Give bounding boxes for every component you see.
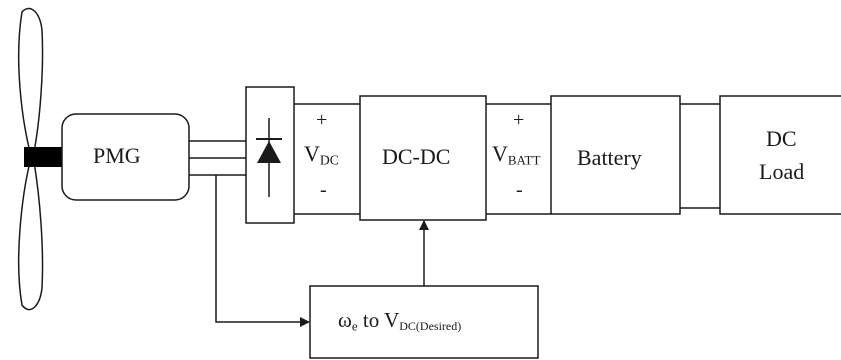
controller-label: ωe to VDC(Desired) <box>338 308 462 334</box>
vdc-symbol: V <box>304 141 320 166</box>
vdc-desired-symbol: V <box>384 308 400 332</box>
vdc-desired-subscript: DC(Desired) <box>399 319 462 333</box>
turbine-blade-bottom <box>17 161 44 311</box>
vbatt-label: VBATT <box>492 141 541 168</box>
vdc-label: VDC <box>304 143 339 167</box>
dc-dc-block <box>359 95 487 221</box>
controller-to-word: to <box>357 308 385 332</box>
dc-load-block <box>719 95 841 215</box>
vbatt-symbol: V <box>492 141 508 166</box>
vdc-minus-sign: - <box>320 179 327 201</box>
controller-block <box>309 285 539 359</box>
battery-label: Battery <box>577 145 642 170</box>
turbine-hub <box>24 147 64 167</box>
dc-dc-label: DC-DC <box>382 144 451 169</box>
rectifier-block <box>245 86 295 224</box>
turbine-blade-top <box>17 7 44 153</box>
omega-subscript: e <box>351 318 358 334</box>
pmg-label: PMG <box>93 143 141 168</box>
vbatt-plus-sign: + <box>513 109 525 131</box>
speed-feedback-arrow <box>215 175 310 327</box>
vdc-plus-sign: + <box>316 109 328 131</box>
vbatt-minus-sign: - <box>516 179 523 201</box>
vdc-subscript: DC <box>319 152 339 168</box>
omega-symbol: ω <box>338 308 352 332</box>
dc-load-label-line1: DC <box>766 126 797 151</box>
vbatt-subscript: BATT <box>507 152 541 168</box>
dc-load-label-line2: Load <box>759 159 805 184</box>
diode-icon <box>256 118 282 197</box>
pmg-block <box>61 113 190 201</box>
battery-block <box>550 95 681 215</box>
